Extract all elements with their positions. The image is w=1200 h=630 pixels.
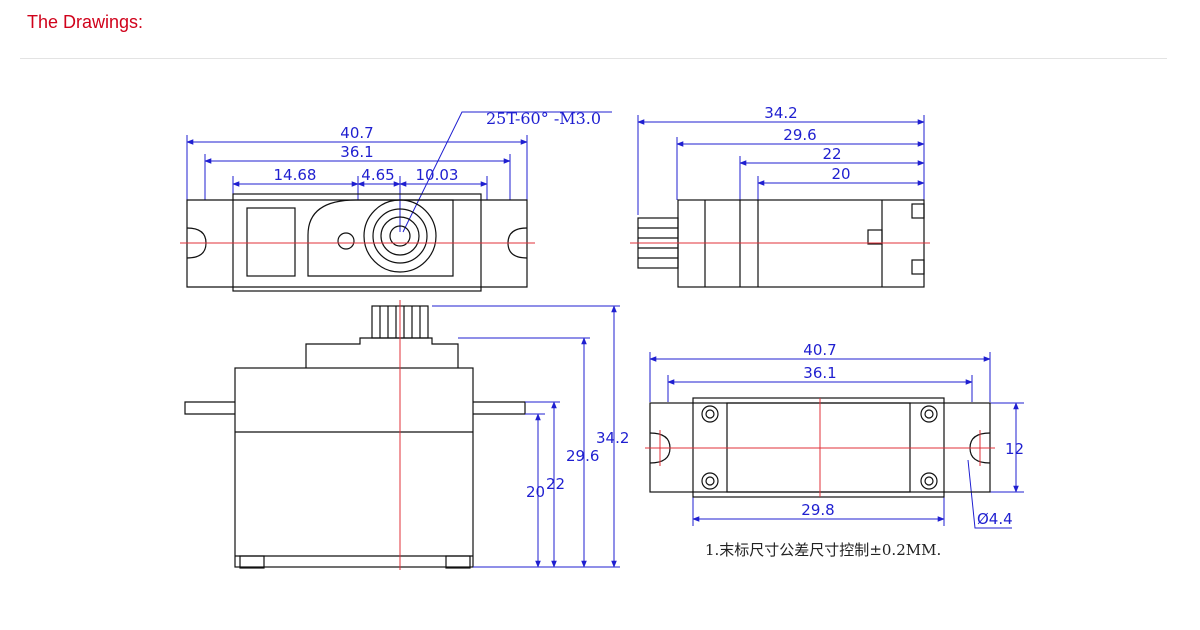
top-view: 40.7 36.1 14.68 4.65 10.03 25T-60° -M3.0: [180, 109, 612, 292]
tolerance-note: 1.末标尺寸公差尺寸控制±0.2MM.: [705, 541, 941, 559]
side-total-height-label: 34.2: [596, 429, 629, 447]
top-right-offset-label: 10.03: [416, 166, 459, 184]
side-mid-height-label: 22: [546, 475, 565, 493]
side-body-height-label: 29.6: [566, 447, 599, 465]
front-view: 34.2 29.6 22 20: [630, 104, 930, 288]
bottom-hole-spacing-label: 36.1: [803, 364, 836, 382]
front-length-c-label: 20: [831, 165, 850, 183]
bottom-hole-diameter-label: Ø4.4: [977, 510, 1013, 528]
page-heading: The Drawings:: [27, 12, 144, 32]
side-flange-height-label: 20: [526, 483, 545, 501]
spline-spec-label: 25T-60° -M3.0: [486, 109, 601, 128]
bottom-overall-width-label: 40.7: [803, 341, 836, 359]
front-length-b-label: 22: [822, 145, 841, 163]
top-left-offset-label: 14.68: [274, 166, 317, 184]
side-view: 34.2 29.6 22 20: [184, 300, 629, 570]
front-length-a-label: 29.6: [783, 126, 816, 144]
front-total-length-label: 34.2: [764, 104, 797, 122]
top-hole-spacing-label: 36.1: [340, 143, 373, 161]
top-mid-offset-label: 4.65: [361, 166, 394, 184]
header-divider: [20, 58, 1167, 59]
bottom-view: 40.7 36.1 29.8 12 Ø4.4 1.末标尺寸公差尺寸控制±0.2M…: [645, 341, 1024, 559]
top-overall-width-label: 40.7: [340, 124, 373, 142]
bottom-body-width-label: 29.8: [801, 501, 834, 519]
bottom-height-label: 12: [1005, 440, 1024, 458]
